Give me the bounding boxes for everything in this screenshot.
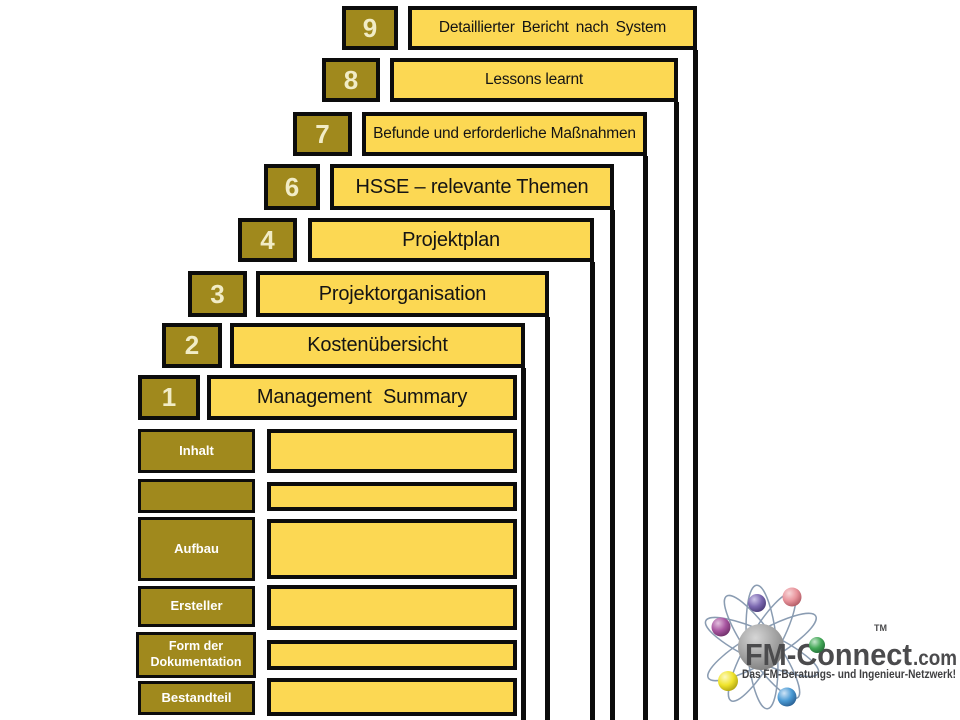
step-label-6: HSSE – relevante Themen: [330, 164, 614, 210]
document-edge-line-4: [590, 262, 595, 720]
step-label-9: Detaillierter Bericht nach System: [408, 6, 697, 50]
document-edge-line-6: [610, 210, 615, 720]
step-label-7: Befunde und erforderliche Maßnahmen: [362, 112, 647, 156]
attribute-label-ersteller: Ersteller: [138, 586, 255, 627]
sphere-yellow-icon: [718, 671, 738, 691]
step-number-2: 2: [162, 323, 222, 368]
document-edge-line-8: [674, 102, 679, 720]
step-label-2: Kostenübersicht: [230, 323, 525, 368]
logo-trademark-text: TM: [874, 623, 887, 633]
nucleus-grey-sphere-icon: [738, 624, 784, 670]
sphere-blue-icon: [777, 687, 797, 707]
sphere-pink-icon: [782, 587, 802, 607]
attribute-label-form-der-dokumentation: Form der Dokumentation: [136, 632, 256, 678]
step-number-9: 9: [342, 6, 398, 50]
step-number-7: 7: [293, 112, 352, 156]
sphere-green-icon: [809, 637, 825, 653]
logo-brand-text: FM-Connect: [745, 637, 912, 672]
step-number-4: 4: [238, 218, 297, 262]
attribute-value-bestandteil: [267, 678, 517, 716]
document-edge-line-3: [545, 317, 550, 720]
step-label-3: Projektorganisation: [256, 271, 549, 317]
step-number-8: 8: [322, 58, 380, 102]
step-label-1: Management Summary: [207, 375, 517, 420]
attribute-value-inhalt: [267, 429, 517, 473]
document-edge-line-2: [521, 368, 526, 720]
sphere-violet-icon: [748, 594, 766, 612]
document-edge-line-7: [643, 156, 648, 720]
attribute-value-empty: [267, 482, 517, 511]
attribute-value-ersteller: [267, 585, 517, 630]
attribute-value-aufbau: [267, 519, 517, 579]
logo-tagline-text: Das FM-Beratungs- und Ingenieur-Netzwerk…: [742, 669, 956, 681]
step-number-1: 1: [138, 375, 200, 420]
sphere-magenta-icon: [711, 617, 731, 637]
atom-logo-graphic: FM-Connect TM .com Das FM-Beratungs- und…: [704, 584, 957, 710]
attribute-label-inhalt: Inhalt: [138, 429, 255, 473]
step-label-8: Lessons learnt: [390, 58, 678, 102]
step-number-6: 6: [264, 164, 320, 210]
step-number-3: 3: [188, 271, 247, 317]
attribute-label-bestandteil: Bestandteil: [138, 681, 255, 715]
logo-domain-suffix-text: .com: [913, 647, 957, 670]
attribute-label-empty: [138, 479, 255, 513]
attribute-label-aufbau: Aufbau: [138, 517, 255, 581]
fm-connect-logo: FM-Connect TM .com Das FM-Beratungs- und…: [698, 583, 960, 720]
attribute-value-form-der-dokumentation: [267, 640, 517, 670]
document-edge-line-9: [693, 50, 698, 720]
step-label-4: Projektplan: [308, 218, 594, 262]
